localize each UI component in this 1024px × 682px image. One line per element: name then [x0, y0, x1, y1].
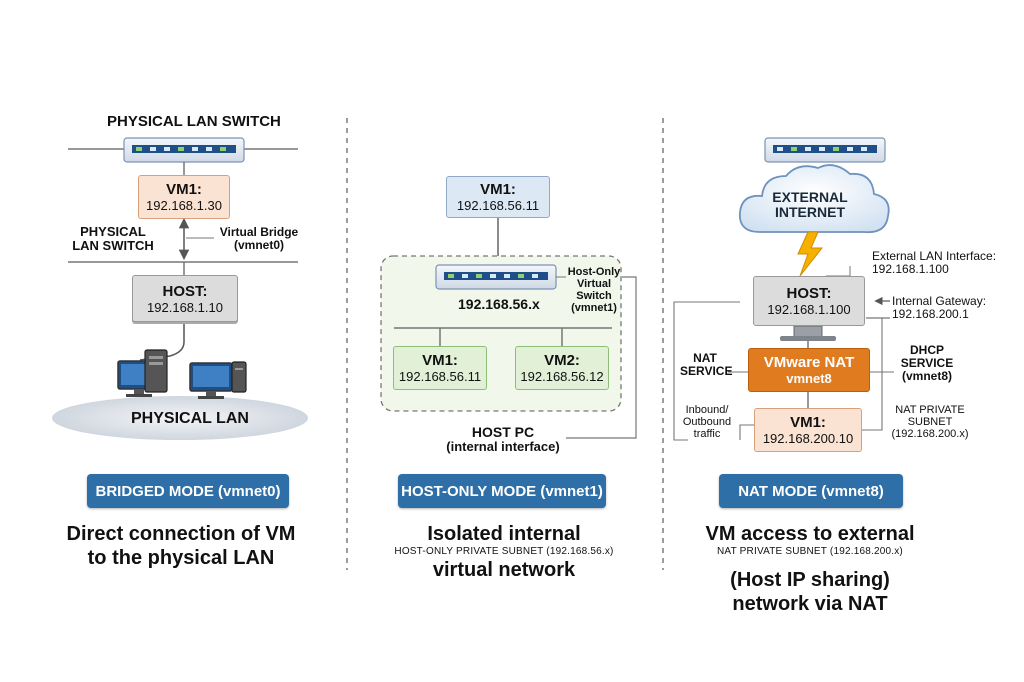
hostonly-switch-device: [435, 264, 557, 290]
physical-lan-ellipse: [52, 396, 308, 440]
bridged-vm-ip: 192.168.1.30: [146, 198, 222, 213]
hostonly-mode-badge[interactable]: HOST-ONLY MODE (vmnet1): [398, 474, 606, 508]
dhcp-service-label: DHCP SERVICE (vmnet8): [900, 343, 954, 384]
nat-host-title: HOST:: [786, 285, 832, 302]
bridged-host-box[interactable]: HOST: 192.168.1.10: [132, 275, 238, 322]
bridged-host-title: HOST:: [162, 282, 208, 300]
hostonly-top-vm-box[interactable]: VM1: 192.168.56.11: [446, 176, 550, 218]
bridged-switch-device: [123, 137, 245, 163]
computer-icon-right: [189, 361, 247, 399]
hostonly-vm2-box[interactable]: VM2: 192.168.56.12: [515, 346, 609, 390]
hostonly-vm2-title: VM2:: [544, 352, 580, 369]
hostonly-vm1-box[interactable]: VM1: 192.168.56.11: [393, 346, 487, 390]
nat-caption: VM access to external NAT PRIVATE SUBNET…: [705, 523, 915, 615]
nat-switch-device: [764, 137, 886, 163]
lightning-icon: [797, 231, 824, 277]
traffic-label: Inbound/ Outbound traffic: [682, 404, 732, 441]
virtual-bridge-label: Virtual Bridge (vmnet0): [219, 225, 299, 253]
hostonly-top-vm-title: VM1:: [480, 181, 516, 198]
bridged-caption: Direct connection of VM to the physical …: [66, 523, 296, 569]
external-interface-label: External LAN Interface: 192.168.1.100: [872, 249, 997, 277]
hostonly-subnet-label: 192.168.56.x: [458, 296, 540, 312]
host-pc-label: HOST PC (internal interface): [446, 424, 560, 455]
bridged-host-ip: 192.168.1.10: [147, 299, 223, 315]
vmware-nat-title: VMware NAT: [763, 354, 855, 371]
bridged-left-label: PHYSICAL LAN SWITCH: [72, 224, 154, 254]
hostonly-vm1-ip: 192.168.56.11: [398, 369, 482, 384]
bridged-switch-label: PHYSICAL LAN SWITCH: [107, 113, 281, 130]
nat-host-box[interactable]: HOST: 192.168.1.100: [753, 276, 865, 326]
bridged-vm-box[interactable]: VM1: 192.168.1.30: [138, 175, 230, 219]
hostonly-vm2-ip: 192.168.56.12: [520, 369, 604, 384]
computer-icon-left: [117, 349, 168, 397]
external-internet-label: EXTERNAL INTERNET: [772, 189, 848, 221]
nat-vm-box[interactable]: VM1: 192.168.200.10: [754, 408, 862, 452]
bridged-mode-badge[interactable]: BRIDGED MODE (vmnet0): [87, 474, 289, 508]
vmware-nat-box[interactable]: VMware NAT vmnet8: [748, 348, 870, 392]
hostonly-vm1-title: VM1:: [422, 352, 458, 369]
nat-mode-badge[interactable]: NAT MODE (vmnet8): [719, 474, 903, 508]
nat-private-subnet-label: NAT PRIVATE SUBNET (192.168.200.x): [891, 404, 969, 441]
cloud-shape: [738, 164, 890, 234]
hostonly-top-vm-ip: 192.168.56.11: [456, 198, 540, 213]
nat-vm-title: VM1:: [790, 414, 826, 431]
nat-service-label: NAT SERVICE: [680, 351, 733, 379]
vmware-nat-sub: vmnet8: [786, 371, 832, 386]
hostonly-caption: Isolated internal HOST-ONLY PRIVATE SUBN…: [394, 523, 614, 581]
internal-gateway-label: Internal Gateway: 192.168.200.1: [892, 294, 987, 322]
physical-lan-label: PHYSICAL LAN: [131, 410, 249, 427]
nat-vm-ip: 192.168.200.10: [762, 431, 854, 446]
bridged-vm-title: VM1:: [166, 181, 202, 198]
hostonly-switch-label: Host-Only Virtual Switch (vmnet1): [567, 266, 621, 315]
nat-host-ip: 192.168.1.100: [767, 302, 851, 317]
